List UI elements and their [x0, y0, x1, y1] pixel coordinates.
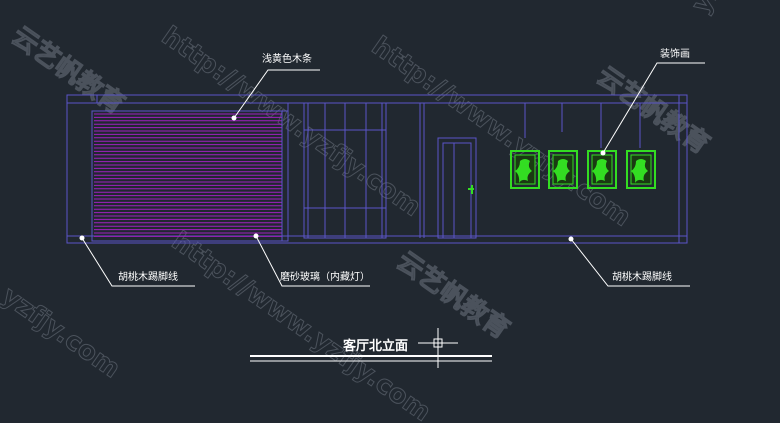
label-paintings: 装饰画 — [660, 47, 690, 60]
door-handle-icon — [468, 185, 474, 194]
leader-dots — [79, 115, 606, 242]
painting-3 — [587, 150, 617, 189]
watermark-brand-bottom: 云艺帆教育 — [391, 245, 515, 345]
painting-2 — [548, 150, 578, 189]
painting-1 — [510, 150, 540, 189]
painting-4 — [626, 150, 656, 189]
crosshair-cursor-icon — [418, 328, 458, 368]
watermark-url-bottom: http://www.yzfjy.com — [166, 226, 436, 423]
decorative-paintings — [510, 150, 656, 189]
wood-strip-panel — [91, 103, 289, 242]
label-frosted-glass: 磨砂玻璃（内藏灯） — [280, 270, 370, 283]
painting-hangers — [524, 103, 641, 148]
watermark-brand-right: 云艺帆教育 — [591, 60, 715, 160]
watermark-brand-left: 云艺帆教育 — [6, 20, 130, 120]
watermark-short-right: yzfjy.com — [686, 0, 780, 19]
annotation-leaders — [81, 62, 705, 287]
drawing-title-block: 客厅北立面 — [250, 328, 492, 368]
label-baseboard-left: 胡桃木踢脚线 — [118, 270, 178, 283]
label-baseboard-right: 胡桃木踢脚线 — [612, 270, 672, 283]
door — [419, 103, 477, 239]
watermark-short-left: yzfjy.com — [0, 281, 126, 384]
drawing-title: 客厅北立面 — [343, 338, 408, 354]
label-wood-strips: 浅黄色木条 — [262, 52, 312, 65]
frosted-glass-grid — [303, 102, 387, 239]
